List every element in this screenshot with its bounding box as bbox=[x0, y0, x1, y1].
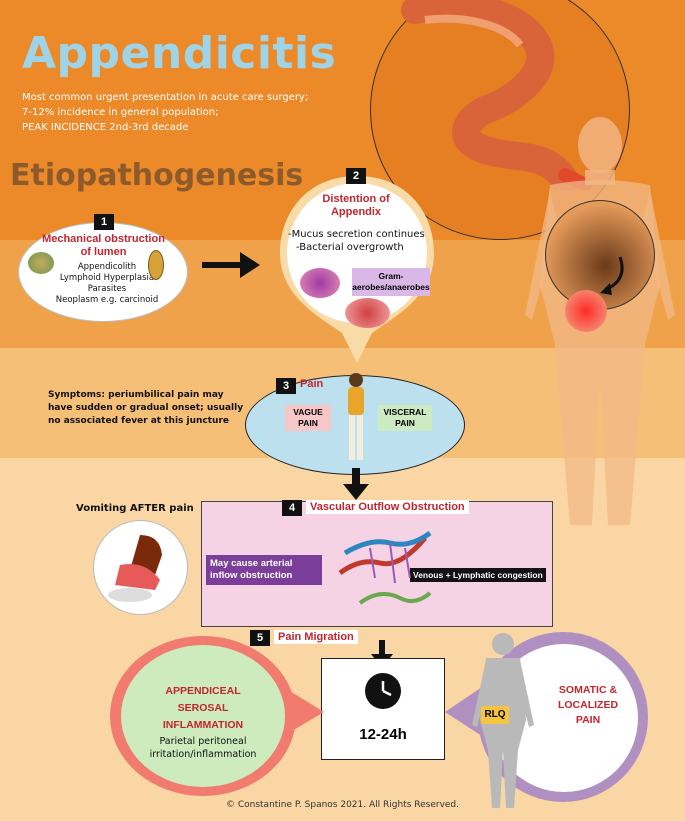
person-vomiting-icon bbox=[108, 535, 162, 602]
step1-item: Appendicolith bbox=[77, 262, 137, 272]
step1-title: Mechanical obstruction of lumen bbox=[42, 233, 165, 258]
step3-number: 3 bbox=[276, 378, 296, 394]
arrow-icon bbox=[202, 252, 260, 278]
page-title: Appendicitis bbox=[22, 28, 337, 79]
step4-title: Vascular Outflow Obstruction bbox=[306, 500, 469, 514]
step3-symptoms: Symptoms: periumbilical pain may have su… bbox=[48, 390, 244, 426]
subtitle-line: PEAK INCIDENCE 2nd-3rd decade bbox=[22, 122, 189, 133]
step3-title: Pain bbox=[300, 378, 324, 390]
step2-number: 2 bbox=[346, 168, 366, 184]
time-label: 12-24h bbox=[359, 726, 407, 743]
parasite-icon bbox=[148, 250, 164, 280]
migration-arrow-icon bbox=[600, 256, 624, 295]
step5-right-title: SOMATIC & LOCALIZED PAIN bbox=[557, 684, 619, 726]
arrow-icon bbox=[343, 468, 369, 500]
step2-title: Distention of Appendix bbox=[322, 193, 390, 218]
step2-item: -Mucus secretion continues bbox=[288, 229, 425, 240]
person-pain-icon bbox=[348, 373, 364, 460]
subtitle: Most common urgent presentation in acute… bbox=[22, 90, 308, 135]
step1-item: Parasites bbox=[87, 284, 127, 294]
step1-item: Neoplasm e.g. carcinoid bbox=[55, 295, 159, 305]
step3-tag-left: VAGUE PAIN bbox=[285, 405, 331, 431]
vomiting-label: Vomiting AFTER pain bbox=[76, 503, 194, 514]
step5-title: Pain Migration bbox=[274, 630, 358, 644]
subtitle-line: Most common urgent presentation in acute… bbox=[22, 92, 309, 103]
step5-left-text: Parietal peritoneal irritation/inflammat… bbox=[149, 736, 257, 760]
appendicolith-icon bbox=[28, 252, 54, 274]
step5-number: 5 bbox=[250, 630, 270, 646]
bacteria-icon bbox=[300, 268, 340, 298]
step2-tag: Gram-aerobes/anaerobes bbox=[352, 268, 430, 296]
section-heading: Etiopathogenesis bbox=[10, 158, 304, 193]
abdomen-circle bbox=[545, 200, 655, 310]
left-bubble-inner bbox=[121, 645, 285, 787]
step2-list: -Mucus secretion continues -Bacterial ov… bbox=[288, 228, 428, 254]
tissue-icon bbox=[345, 298, 390, 328]
step4-left-label: May cause arterial inflow obstruction bbox=[206, 555, 322, 585]
subtitle-line: 7-12% incidence in general population; bbox=[22, 107, 219, 118]
copyright: © Constantine P. Spanos 2021. All Rights… bbox=[225, 800, 459, 810]
left-bubble-tail bbox=[280, 685, 324, 738]
step4-right-label: Venous + Lymphatic congestion bbox=[410, 568, 546, 582]
step2-item: -Bacterial overgrowth bbox=[296, 242, 404, 253]
step1-number: 1 bbox=[94, 214, 114, 230]
body-figure-icon bbox=[472, 633, 534, 808]
rlq-pain-spot bbox=[565, 290, 607, 332]
step3-tag-right: VISCERAL PAIN bbox=[378, 405, 432, 431]
step5-left-title: APPENDICEAL SEROSAL INFLAMMATION bbox=[162, 685, 244, 731]
step4-number: 4 bbox=[282, 500, 302, 516]
rlq-label: RLQ bbox=[481, 706, 509, 724]
clock-hands-icon bbox=[381, 681, 392, 697]
step1-list: Appendicolith Lymphoid Hyperplasia Paras… bbox=[52, 262, 162, 306]
vessel-network-icon bbox=[338, 530, 432, 605]
step1-item: Lymphoid Hyperplasia bbox=[59, 273, 155, 283]
